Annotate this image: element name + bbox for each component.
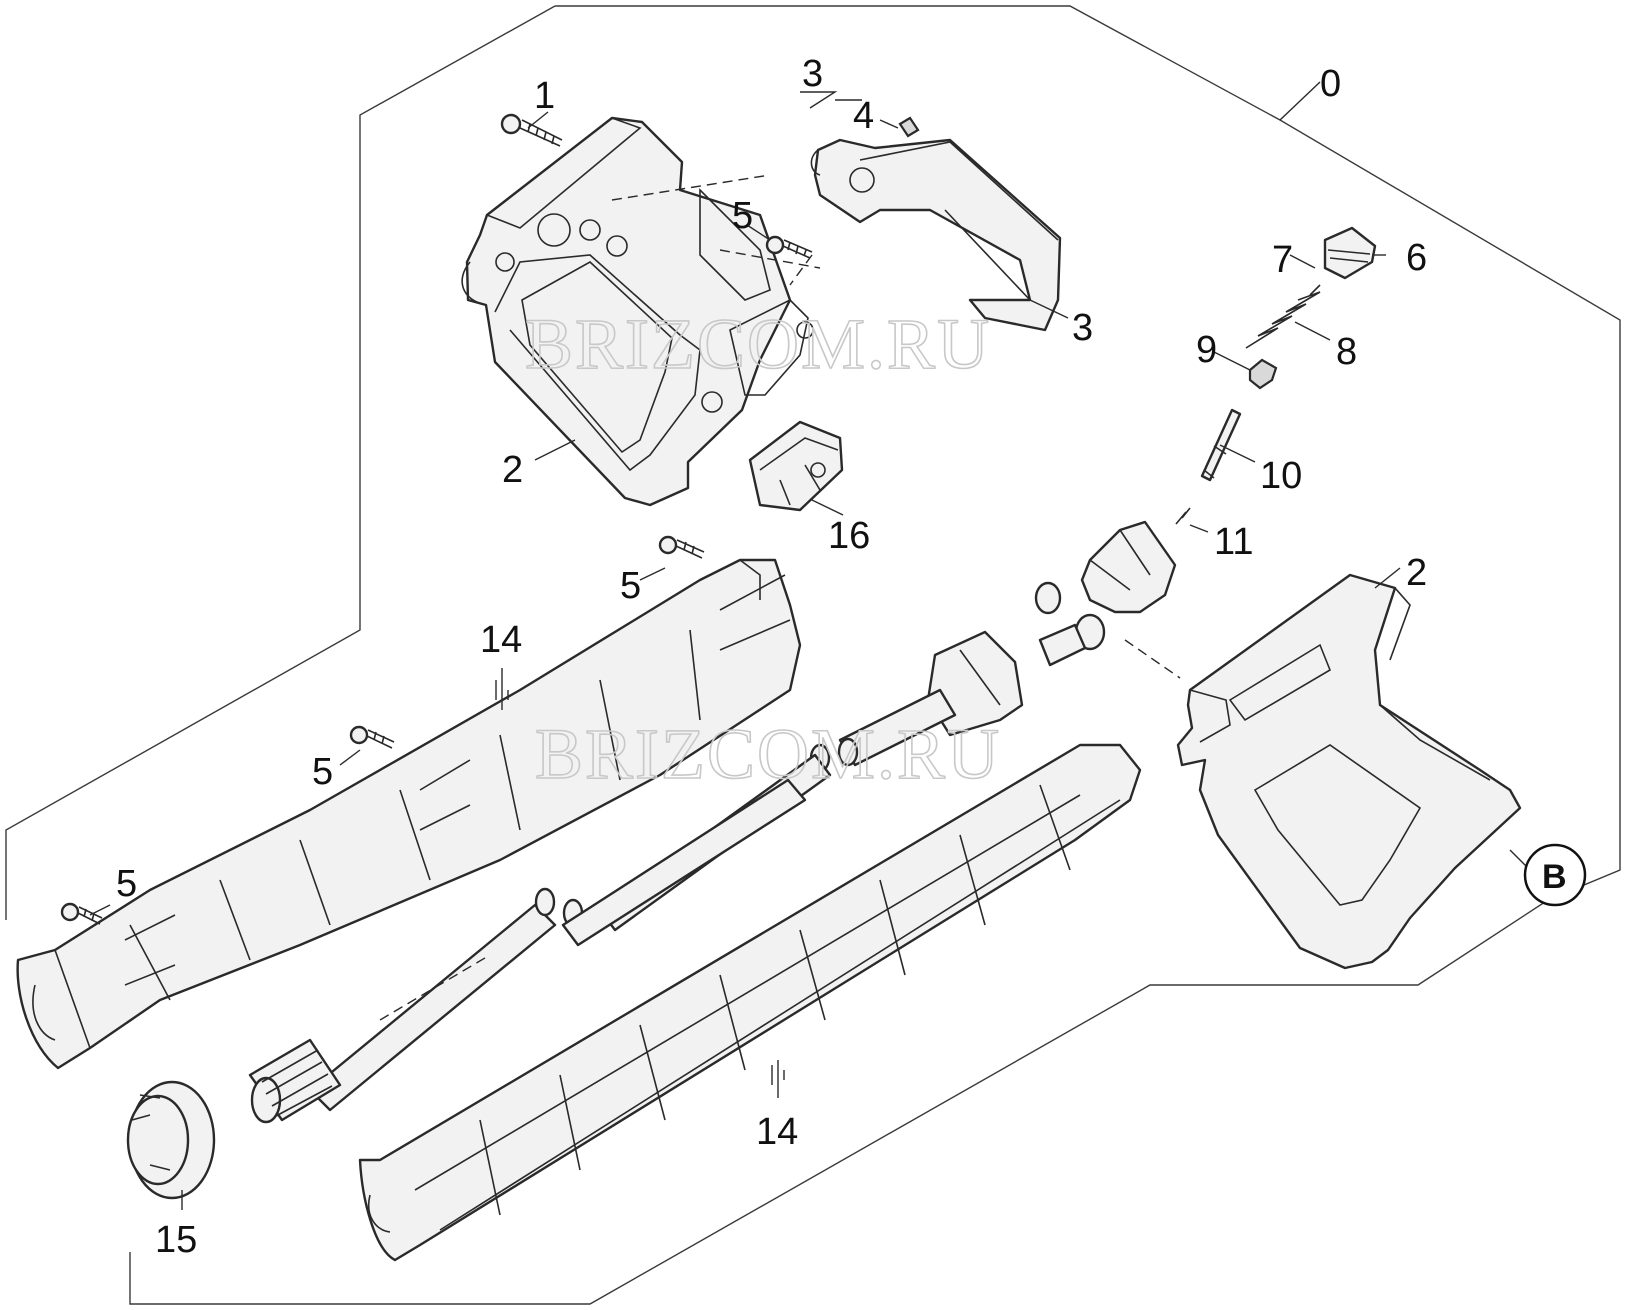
coupling-assembly [248,520,1177,1124]
callout-0: 0 [1320,63,1341,105]
callout-5-upper-strip: 5 [620,565,641,607]
callout-1: 1 [534,75,555,117]
callout-3-right: 3 [1072,307,1093,349]
callout-2-left: 2 [502,449,523,491]
housing-strip-upper [16,558,802,1070]
callout-15: 15 [155,1219,197,1261]
callout-4: 4 [853,95,874,137]
screw-part-5-middle [349,725,395,749]
assembly-outline [5,5,1621,1305]
callout-8: 8 [1336,331,1357,373]
callout-5-middle: 5 [312,751,333,793]
screw-part-5-left [60,902,103,925]
watermark-middle: BRIZCOM.RU [535,714,1001,794]
callout-3-top: 3 [802,53,823,95]
nut-part [126,1080,216,1200]
callout-10: 10 [1260,455,1302,497]
callout-6: 6 [1406,237,1427,279]
callout-2-right: 2 [1406,552,1427,594]
badge-label: B [1542,858,1567,896]
housing-strip-lower [358,743,1142,1262]
callout-5-left: 5 [116,863,137,905]
callout-5-top: 5 [732,195,753,237]
screw-part-1 [500,113,563,147]
callout-14-upper: 14 [480,619,522,661]
callout-11: 11 [1214,521,1253,563]
pin-part [898,116,920,138]
clip-part [748,420,844,512]
callout-7: 7 [1272,239,1293,281]
screw-part-5-upper-strip [658,535,705,559]
callout-14-lower: 14 [756,1111,798,1153]
handle-grip [1124,573,1522,970]
watermark-top: BRIZCOM.RU [525,304,991,384]
callout-9: 9 [1196,329,1217,371]
badge-circle [1523,843,1587,907]
leader-lines [89,81,1531,1210]
housing-half-upper [461,116,821,507]
screw-part-5-top [765,235,813,286]
trigger-part [810,138,1062,332]
callout-16: 16 [828,515,870,557]
